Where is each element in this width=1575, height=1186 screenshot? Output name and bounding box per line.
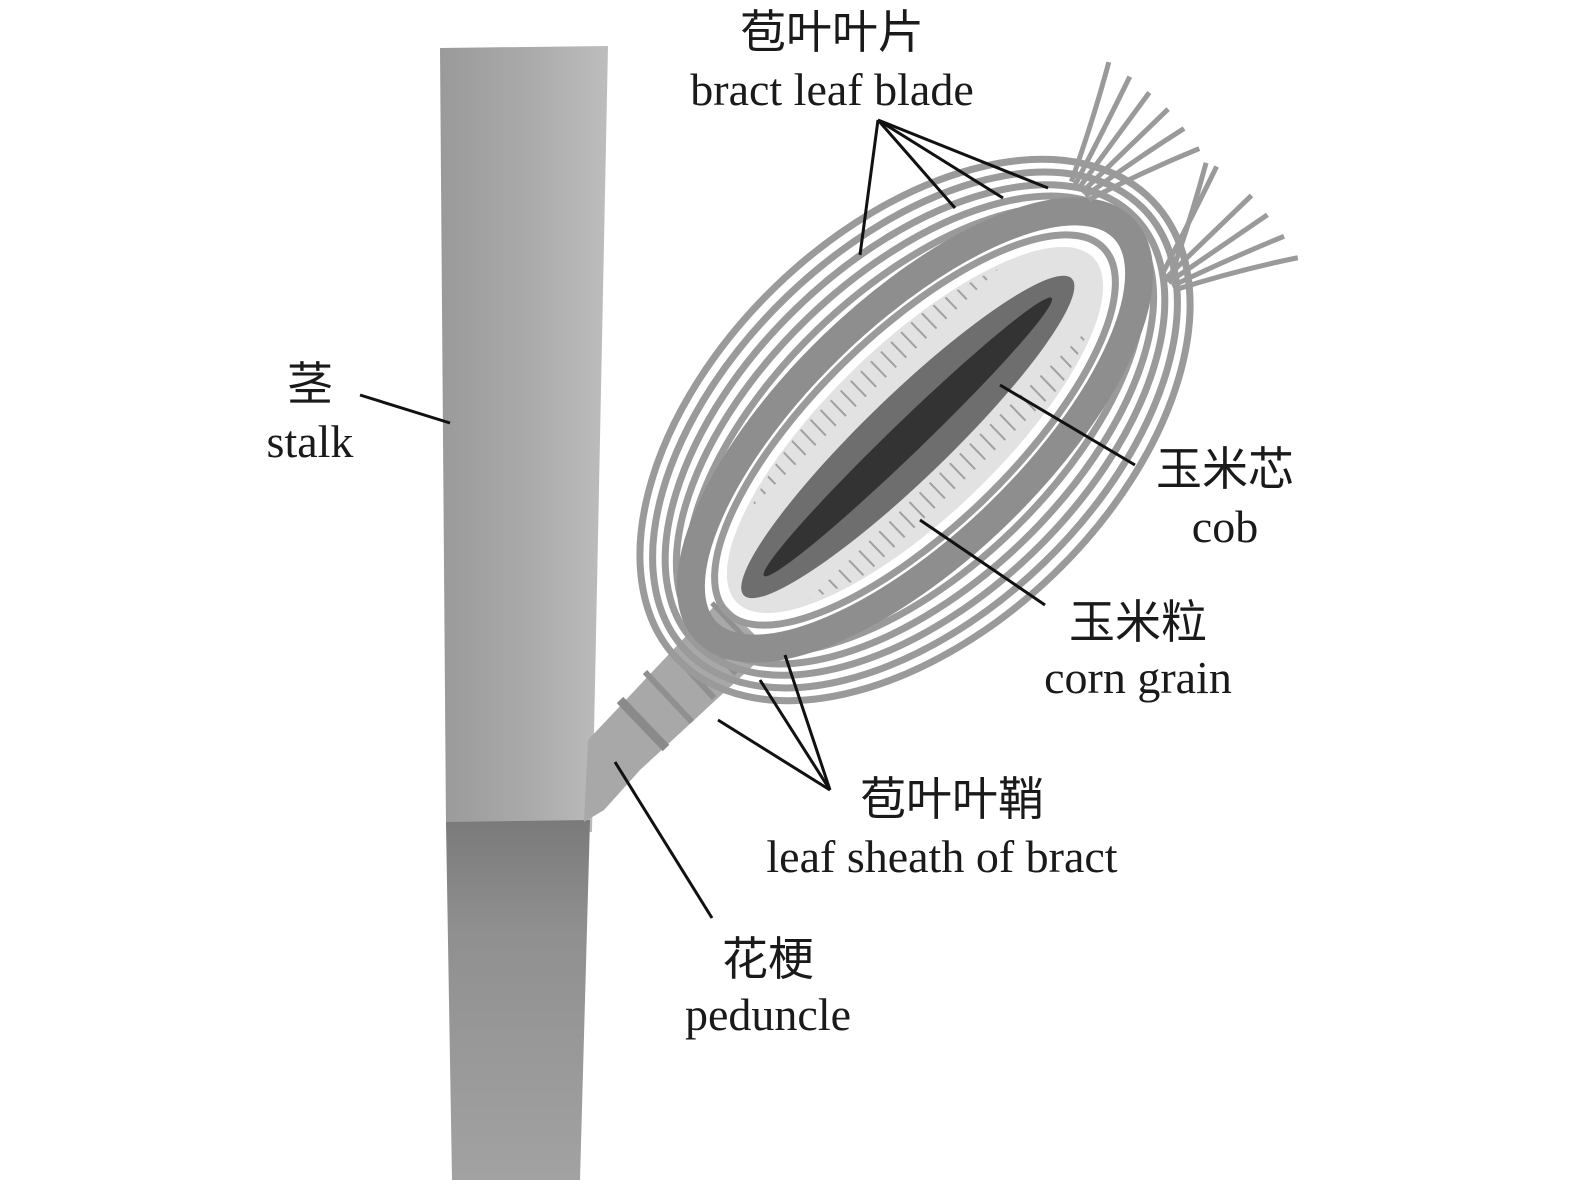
stalk-lower [446,820,590,1180]
peduncle-label-zh: 花梗 [722,934,814,985]
bract-sheath-label-zh: 苞叶叶鞘 [860,774,1044,825]
corn-grain-label-zh: 玉米粒 [1069,597,1207,648]
bract-blade-label-en: bract leaf blade [690,64,973,115]
bract-leaves [636,155,1194,705]
cob-core [763,297,1053,577]
bract-sheath-label-en: leaf sheath of bract [766,831,1117,882]
stalk-upper [440,46,608,832]
peduncle-label-en: peduncle [685,989,851,1040]
leader-lines [359,118,1136,919]
ear [636,61,1299,705]
peduncle [584,600,770,822]
bract-blade-label-zh: 苞叶叶片 [740,7,924,58]
stalk-label-en: stalk [267,416,354,467]
stalk-label-zh: 茎 [287,359,333,410]
cob-label-en: cob [1192,501,1258,552]
silk-tassel [1069,61,1299,292]
cob-label-zh: 玉米芯 [1156,444,1294,495]
corn-grain-label-en: corn grain [1044,652,1232,703]
